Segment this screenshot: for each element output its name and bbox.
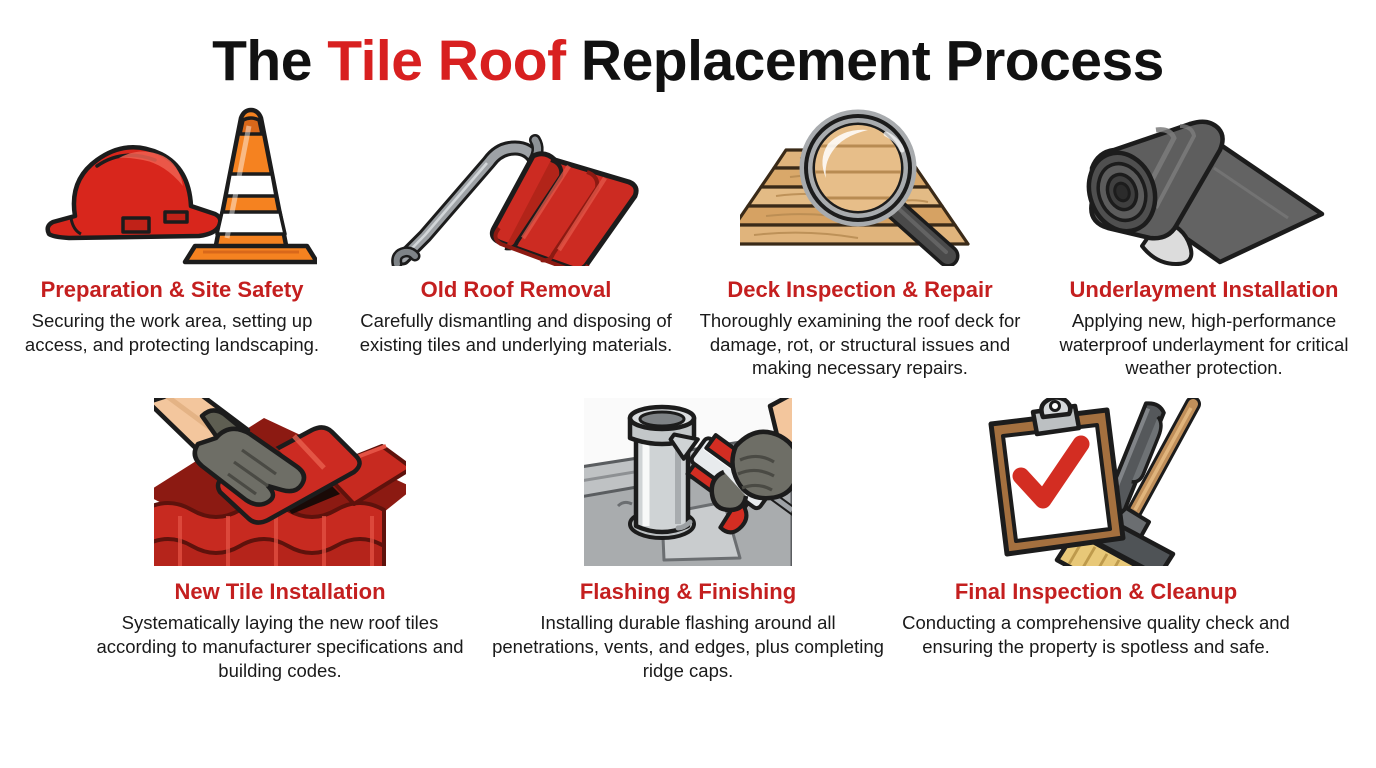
- underlayment-roll-icon: [1064, 106, 1344, 266]
- title-part-1: The: [212, 29, 328, 93]
- step-card-1: Preparation & Site Safety Securing the w…: [0, 106, 344, 357]
- magnifying-glass-over-wood-deck-icon: [740, 106, 980, 266]
- step-title-7: Final Inspection & Cleanup: [954, 579, 1238, 605]
- pry-bar-and-roof-tile-icon: [391, 106, 641, 266]
- title-part-2: Replacement Process: [565, 29, 1164, 93]
- step-desc-3: Thoroughly examining the roof deck for d…: [699, 310, 1021, 379]
- page-title: The Tile Roof Replacement Process: [0, 0, 1376, 92]
- step-desc-6: Installing durable flashing around all p…: [492, 612, 884, 681]
- step-title-1: Preparation & Site Safety: [40, 276, 304, 302]
- step-card-3: Deck Inspection & Repair Thoroughly exam…: [688, 106, 1032, 380]
- step-desc-4: Applying new, high-performance waterproo…: [1059, 310, 1349, 379]
- step-title-6: Flashing & Finishing: [579, 579, 797, 605]
- step-title-5: New Tile Installation: [174, 579, 386, 605]
- step-title-2: Old Roof Removal: [420, 276, 612, 302]
- step-title-3: Deck Inspection & Repair: [727, 276, 993, 302]
- step-card-2: Old Roof Removal Carefully dismantling a…: [344, 106, 688, 357]
- step-card-7: Final Inspection & Cleanup Conducting a …: [892, 398, 1300, 659]
- process-row-bottom: New Tile Installation Systematically lay…: [0, 398, 1376, 682]
- process-row-top: Preparation & Site Safety Securing the w…: [0, 106, 1376, 380]
- caulk-gun-and-vent-flashing-icon: [584, 398, 792, 567]
- step-desc-7: Conducting a comprehensive quality check…: [902, 612, 1290, 657]
- gloved-hand-placing-tile-icon: [154, 398, 406, 567]
- step-desc-2: Carefully dismantling and disposing of e…: [359, 310, 673, 355]
- step-desc-5: Systematically laying the new roof tiles…: [96, 612, 464, 681]
- step-card-4: Underlayment Installation Applying new, …: [1032, 106, 1376, 380]
- hard-hat-and-traffic-cone-icon: [27, 106, 317, 266]
- step-card-5: New Tile Installation Systematically lay…: [76, 398, 484, 682]
- title-accent: Tile Roof: [327, 29, 566, 93]
- step-card-6: Flashing & Finishing Installing durable …: [484, 398, 892, 682]
- clipboard-checkmark-pen-and-broom-icon: [965, 398, 1227, 567]
- step-title-4: Underlayment Installation: [1069, 276, 1339, 302]
- step-desc-1: Securing the work area, setting up acces…: [24, 310, 320, 355]
